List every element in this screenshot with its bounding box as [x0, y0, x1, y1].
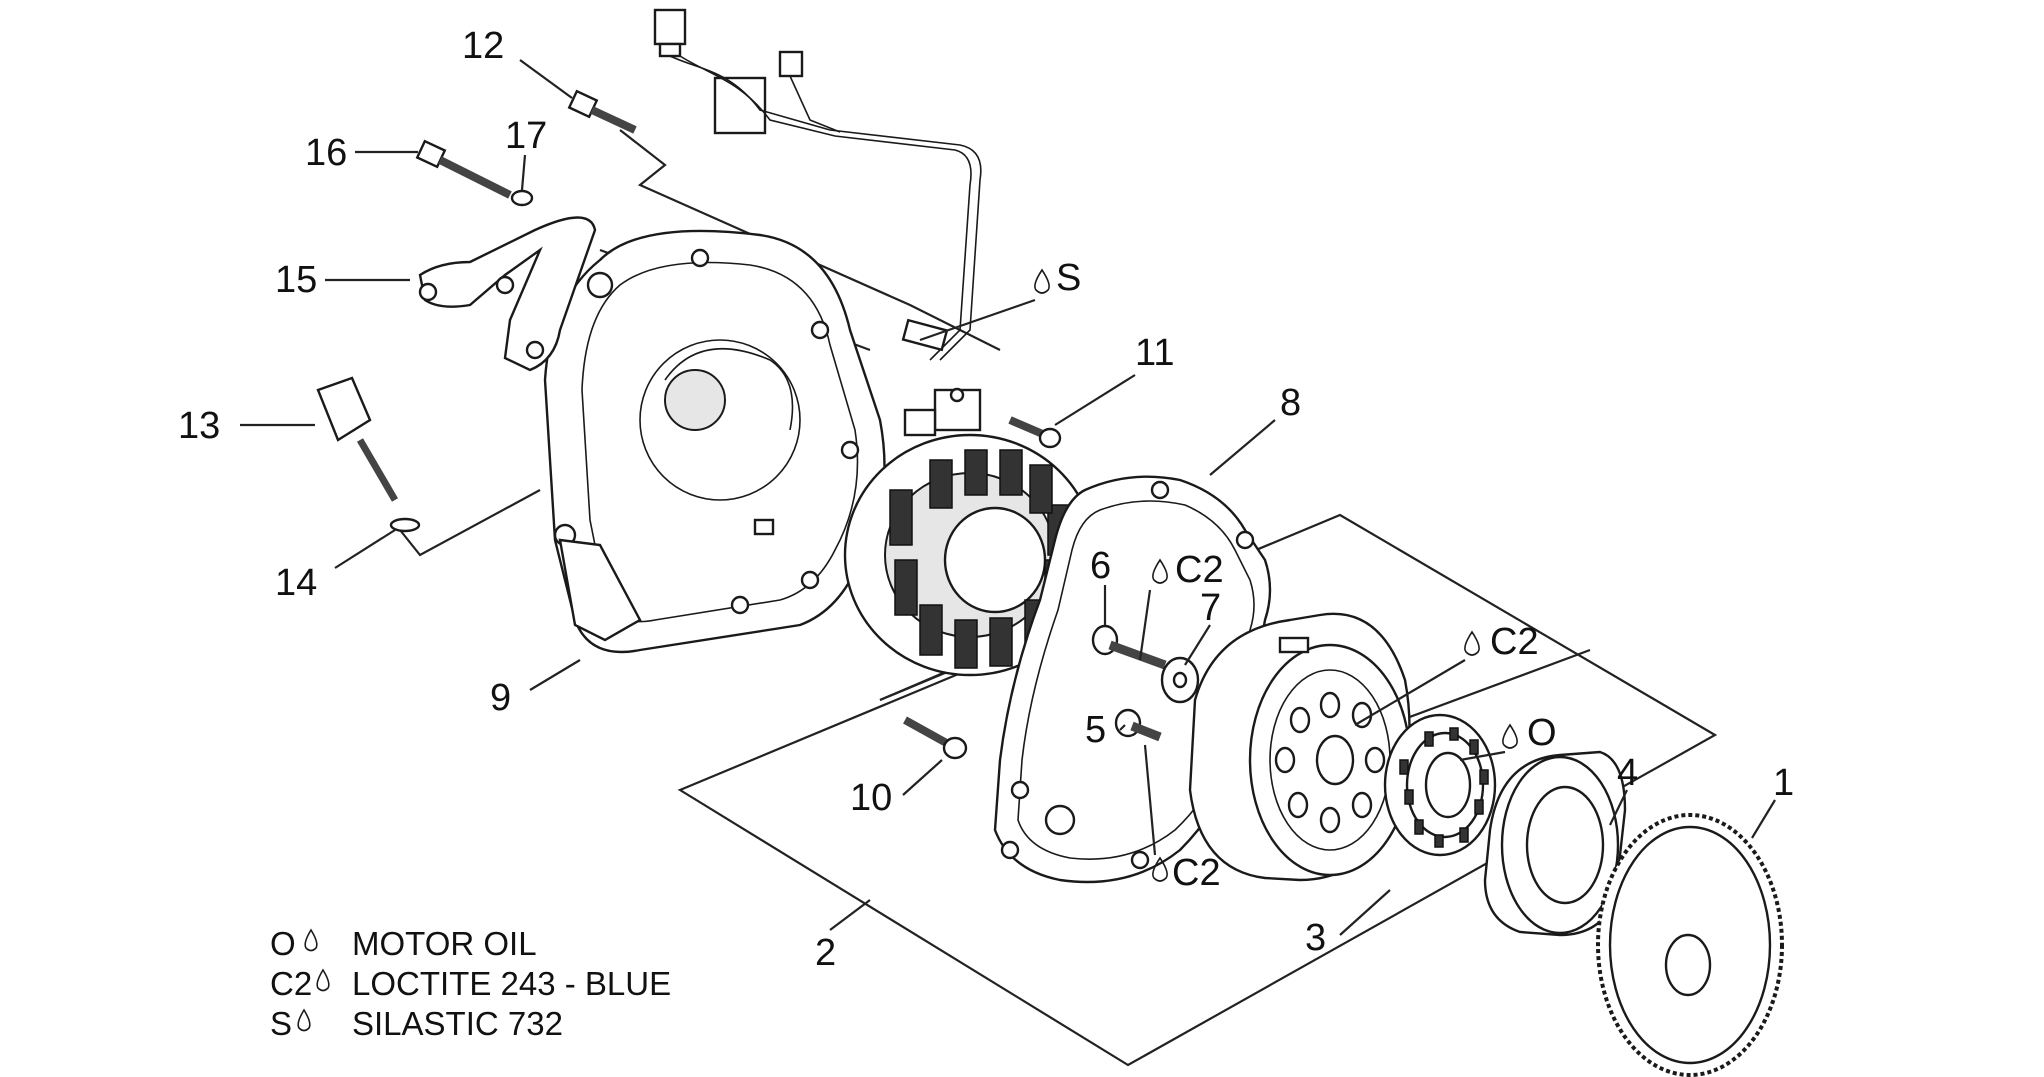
legend-code: S	[270, 1005, 292, 1042]
drop-icon	[304, 928, 318, 952]
callout-9: 9	[490, 677, 511, 719]
callout-15: 15	[275, 259, 317, 301]
clutch-hub-4	[1483, 750, 1627, 937]
screw-11	[1008, 416, 1062, 449]
pickup-sensor	[903, 387, 982, 437]
sealant-c2-mid-label: C2	[1490, 621, 1539, 663]
callout-6: 6	[1090, 545, 1111, 587]
legend-code: C2	[270, 965, 312, 1002]
dipstick	[316, 376, 399, 502]
ignition-cover	[543, 229, 886, 654]
stator	[843, 433, 1097, 677]
legend-code: O	[270, 925, 296, 962]
wiring-harness	[653, 8, 982, 361]
legend-row-loctite: C2 LOCTITE 243 - BLUE	[270, 965, 671, 1002]
callout-7: 7	[1200, 587, 1221, 629]
bearing-3	[1383, 713, 1497, 857]
callout-3: 3	[1305, 917, 1326, 959]
bracket	[418, 216, 597, 372]
bolt-12	[567, 89, 637, 134]
drop-icon	[1464, 630, 1480, 656]
starter-gear-1	[1596, 813, 1784, 1077]
legend: O MOTOR OIL C2 LOCTITE 243 - BLUE S SILA…	[270, 925, 671, 1042]
drop-icon	[1152, 558, 1168, 584]
callout-2: 2	[815, 932, 836, 974]
callout-10: 10	[850, 777, 892, 819]
callout-12: 12	[462, 25, 504, 67]
legend-text: SILASTIC 732	[352, 1005, 563, 1042]
sealant-c2-top-label: C2	[1175, 549, 1224, 591]
sealant-mark-c2-mid: C2	[1354, 621, 1539, 726]
drop-icon	[316, 968, 330, 992]
callout-16: 16	[305, 132, 347, 174]
sealant-mark-o: O	[1459, 712, 1557, 762]
callout-5: 5	[1085, 709, 1106, 751]
sealant-s-label: S	[1056, 257, 1081, 299]
callout-14: 14	[275, 562, 317, 604]
drop-icon	[1034, 268, 1050, 294]
sealant-mark-s: S	[919, 257, 1081, 342]
callout-leaders	[240, 59, 1776, 936]
flywheel-rotor	[1188, 612, 1412, 882]
callout-13: 13	[178, 405, 220, 447]
legend-text: LOCTITE 243 - BLUE	[352, 965, 671, 1002]
legend-row-oil: O MOTOR OIL	[270, 925, 537, 962]
legend-text: MOTOR OIL	[352, 925, 537, 962]
drop-icon	[1152, 856, 1168, 882]
bolt-16	[415, 139, 512, 199]
legend-row-silastic: S SILASTIC 732	[270, 1005, 563, 1042]
callout-1: 1	[1773, 762, 1794, 804]
washer-7	[1160, 656, 1200, 704]
washer-17	[510, 189, 534, 207]
sealant-mark-c2-bottom: C2	[1143, 744, 1221, 894]
drop-icon	[1502, 723, 1518, 749]
sealant-o-label: O	[1527, 712, 1557, 754]
sealant-mark-c2-top: C2	[1138, 549, 1224, 661]
o-ring-14	[389, 517, 421, 533]
bolt-10	[903, 716, 968, 760]
bolt-6	[1091, 624, 1167, 670]
callout-17: 17	[505, 115, 547, 157]
callout-4: 4	[1617, 752, 1638, 794]
drop-icon	[297, 1008, 311, 1032]
callout-11: 11	[1135, 332, 1174, 374]
callout-8: 8	[1280, 382, 1301, 424]
sealant-c2-bottom-label: C2	[1172, 852, 1221, 894]
